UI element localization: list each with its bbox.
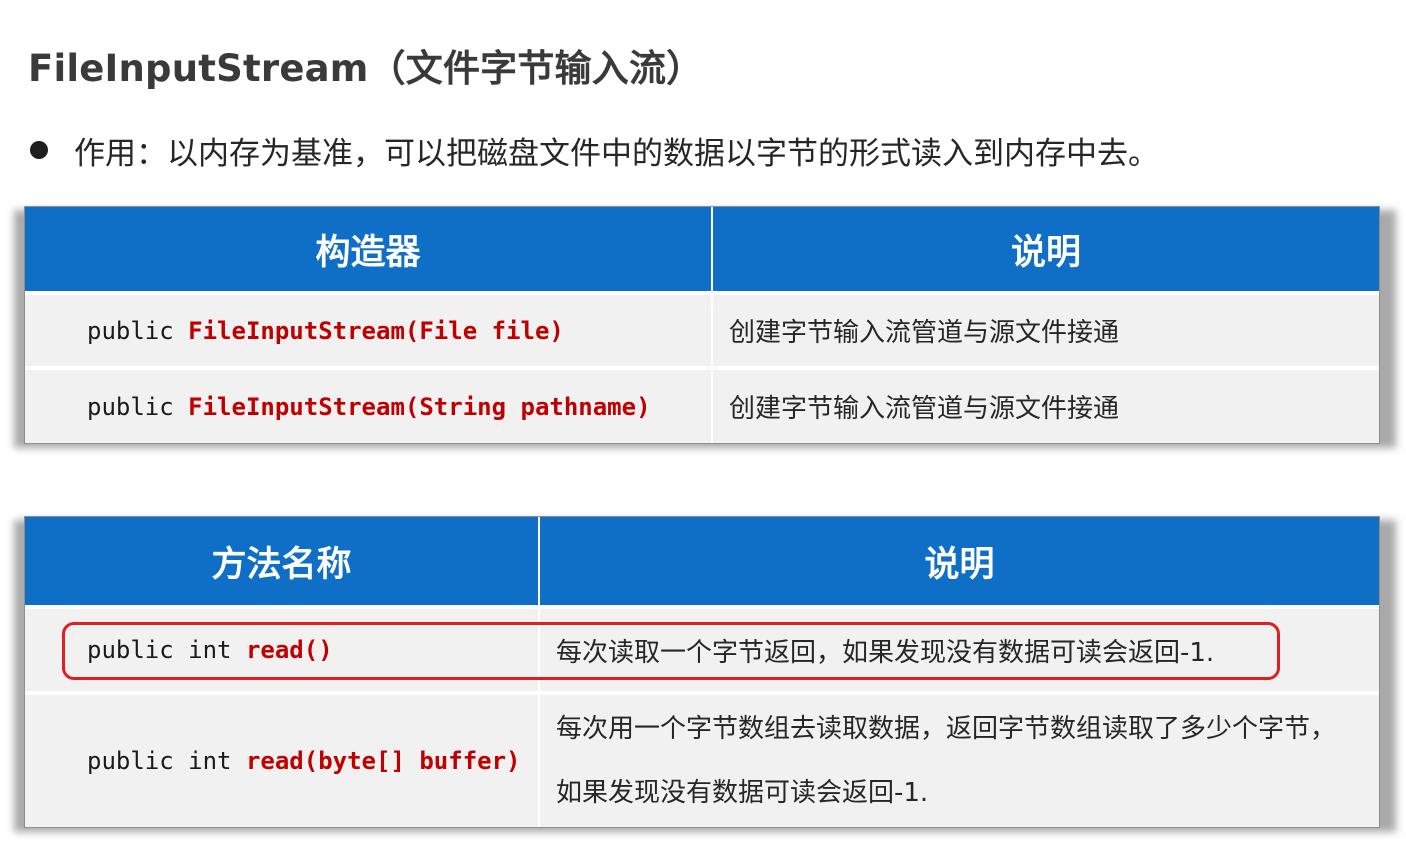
methods-header-description: 说明	[539, 517, 1379, 607]
table-row: public int read(byte[] buffer) 每次用一个字节数组…	[25, 691, 1379, 827]
constructor-description-cell: 创建字节输入流管道与源文件接通	[712, 366, 1379, 443]
description-text: 创建字节输入流管道与源文件接通	[729, 318, 1120, 348]
description-text: 每次读取一个字节返回，如果发现没有数据可读会返回-1.	[556, 637, 1215, 668]
read-method-highlight-box	[62, 622, 1280, 680]
code-modifier: public int	[87, 636, 246, 664]
code-modifier: public int	[87, 747, 246, 775]
description-text-line-2: 如果发现没有数据可读会返回-1.	[556, 778, 929, 808]
methods-table: 方法名称 说明 public int read() 每次读取一个字节返回，如果发…	[24, 516, 1380, 828]
code-signature: FileInputStream(File file)	[188, 316, 564, 345]
table-row: public FileInputStream(String pathname) …	[25, 366, 1379, 443]
description-text: 创建字节输入流管道与源文件接通	[729, 394, 1120, 424]
methods-header-method-name: 方法名称	[25, 517, 540, 607]
description-text-line-1: 每次用一个字节数组去读取数据，返回字节数组读取了多少个字节，	[556, 714, 1337, 744]
purpose-bullet: 作用：以内存为基准，可以把磁盘文件中的数据以字节的形式读入到内存中去。	[30, 126, 1159, 174]
method-signature-cell: public int read(byte[] buffer)	[25, 691, 540, 827]
purpose-text: 作用：以内存为基准，可以把磁盘文件中的数据以字节的形式读入到内存中去。	[74, 135, 1159, 172]
code-signature: read(byte[] buffer)	[245, 747, 521, 775]
page-title: FileInputStream（文件字节输入流）	[28, 47, 704, 90]
constructor-signature-cell: public FileInputStream(File file)	[25, 291, 713, 368]
constructor-description-cell: 创建字节输入流管道与源文件接通	[712, 291, 1379, 368]
constructors-header-constructor: 构造器	[25, 207, 713, 293]
bullet-dot-icon	[30, 141, 48, 159]
code-signature: read()	[245, 636, 333, 664]
constructor-signature-cell: public FileInputStream(String pathname)	[25, 366, 713, 443]
method-description-cell: 每次用一个字节数组去读取数据，返回字节数组读取了多少个字节， 如果发现没有数据可…	[539, 691, 1379, 827]
code-modifier: public	[87, 316, 189, 345]
constructors-header-description: 说明	[712, 207, 1379, 293]
code-signature: FileInputStream(String pathname)	[188, 392, 651, 421]
code-modifier: public	[87, 392, 189, 421]
table-row: public FileInputStream(File file) 创建字节输入…	[25, 291, 1379, 368]
constructors-table: 构造器 说明 public FileInputStream(File file)…	[24, 206, 1380, 444]
